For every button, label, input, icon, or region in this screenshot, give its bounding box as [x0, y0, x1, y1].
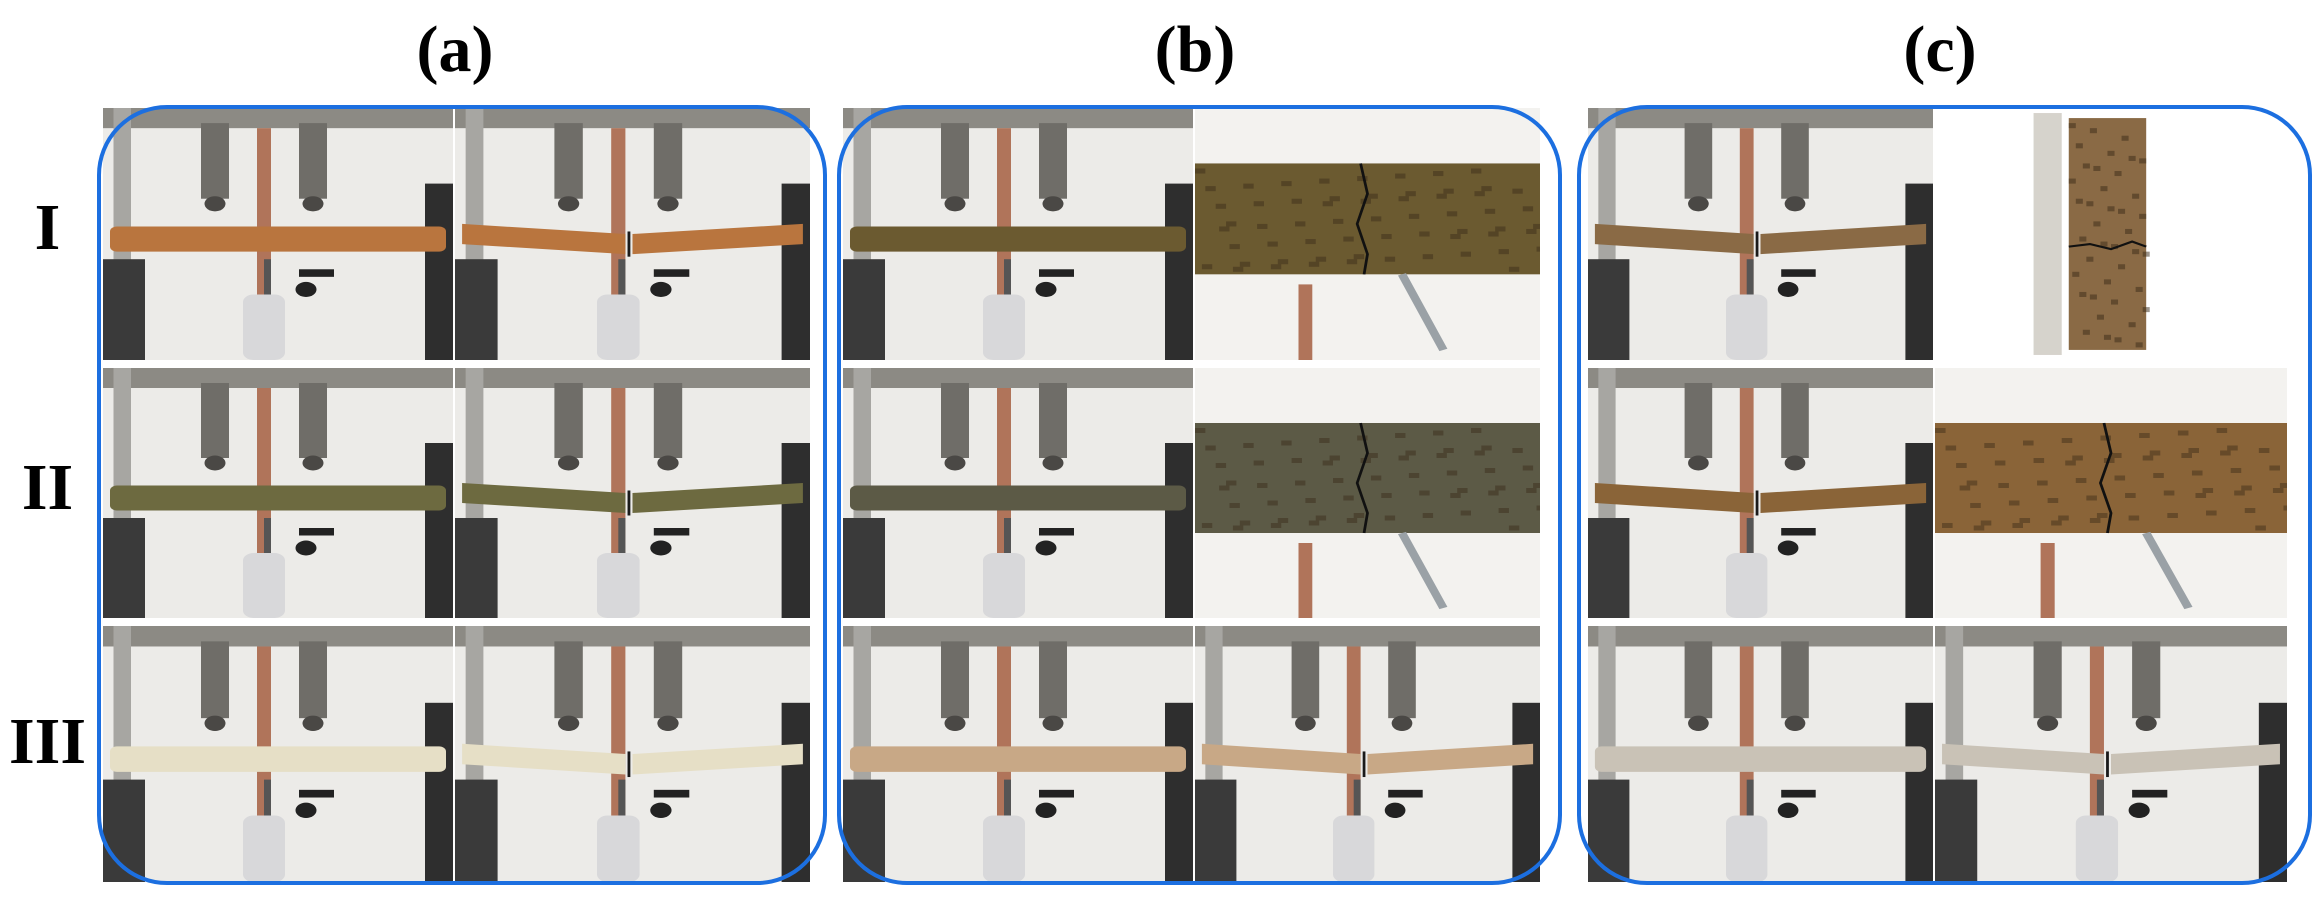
photo-b-iii-2 — [1195, 626, 1540, 882]
specimen-photo — [1935, 108, 2287, 360]
photo-a-iii-1 — [103, 626, 453, 882]
row-label-2: II — [21, 451, 74, 524]
photo-a-iii-2 — [455, 626, 810, 882]
column-title-c: (c) — [1903, 13, 1977, 86]
specimen-photo — [1588, 368, 1933, 618]
photo-a-ii-1 — [103, 368, 453, 618]
specimen-photo — [843, 108, 1193, 360]
photo-c-iii-1 — [1588, 626, 1933, 882]
photo-b-ii-1 — [843, 368, 1193, 618]
specimen-photo — [1195, 108, 1540, 360]
specimen-photo — [1588, 626, 1933, 882]
column-title-b: (b) — [1154, 13, 1236, 86]
photo-a-i-1 — [103, 108, 453, 360]
photo-c-ii-2 — [1935, 368, 2287, 618]
specimen-photo — [1935, 368, 2287, 618]
specimen-photo — [103, 368, 453, 618]
photo-c-ii-1 — [1588, 368, 1933, 618]
column-title-a: (a) — [416, 13, 494, 86]
specimen-photo — [843, 368, 1193, 618]
specimen-photo — [1935, 626, 2287, 882]
specimen-photo — [103, 626, 453, 882]
row-label-3: III — [8, 705, 87, 778]
specimen-photo — [1195, 626, 1540, 882]
photo-a-ii-2 — [455, 368, 810, 618]
row-label-1: I — [34, 191, 61, 264]
specimen-photo — [103, 108, 453, 360]
specimen-photo — [843, 626, 1193, 882]
photo-a-i-2 — [455, 108, 810, 360]
photo-c-i-1 — [1588, 108, 1933, 360]
photo-b-iii-1 — [843, 626, 1193, 882]
photo-c-iii-2 — [1935, 626, 2287, 882]
photo-b-i-2 — [1195, 108, 1540, 360]
specimen-photo — [1588, 108, 1933, 360]
specimen-photo — [455, 108, 810, 360]
photo-b-i-1 — [843, 108, 1193, 360]
specimen-photo — [1195, 368, 1540, 618]
photo-b-ii-2 — [1195, 368, 1540, 618]
specimen-photo — [455, 368, 810, 618]
photo-c-i-2 — [1935, 108, 2287, 360]
specimen-photo — [455, 626, 810, 882]
